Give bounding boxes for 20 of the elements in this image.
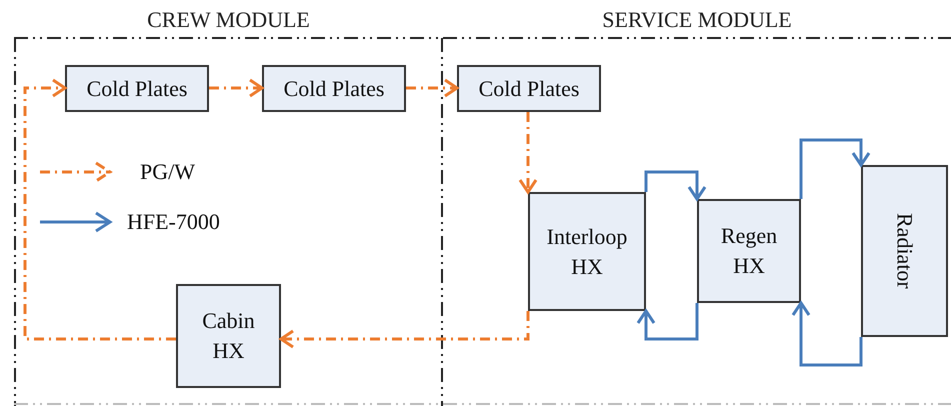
legend-label: HFE-7000	[127, 208, 220, 236]
component-box: Interloop HX	[528, 192, 646, 311]
component-box: Radiator	[861, 165, 948, 337]
flow-arrow	[800, 138, 870, 199]
flow-arrow	[792, 302, 862, 366]
flow-arrow	[406, 78, 458, 98]
flow-arrow	[280, 311, 530, 348]
component-box: Cold Plates	[65, 65, 209, 112]
flow-arrow	[518, 112, 538, 194]
component-box: Regen HX	[697, 199, 801, 303]
flow-arrow	[636, 303, 698, 340]
component-box: Cold Plates	[262, 65, 406, 112]
flow-arrow	[24, 78, 176, 340]
legend-label: PG/W	[140, 158, 195, 186]
module-heading: SERVICE MODULE	[601, 6, 793, 34]
component-box: Cold Plates	[457, 65, 601, 112]
flow-arrow	[209, 78, 264, 98]
flow-arrow	[644, 170, 706, 200]
component-box: Cabin HX	[176, 284, 281, 388]
module-heading: CREW MODULE	[146, 6, 311, 34]
